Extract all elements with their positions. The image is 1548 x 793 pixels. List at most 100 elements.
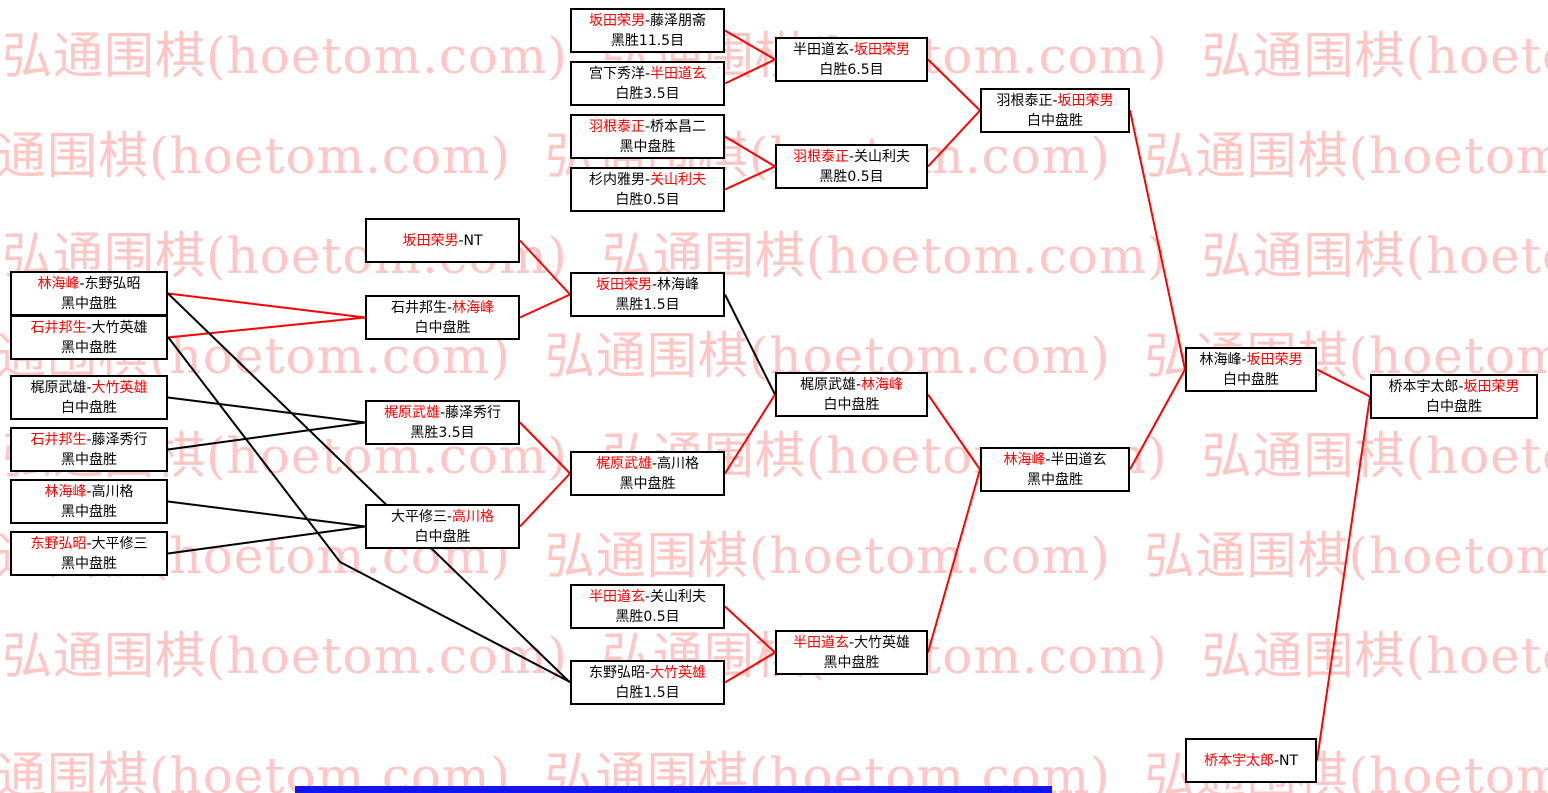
match-result: 白胜6.5目 (819, 61, 884, 78)
match-box-b3: 梶原武雄-藤泽秀行黑胜3.5目 (365, 400, 520, 445)
player-white: 东野弘昭 (84, 275, 141, 292)
player-black: 大平修三 (390, 508, 447, 525)
match-result: 黑中盘胜 (61, 295, 117, 312)
match-box-f2: 桥本宇太郎-NT (1185, 738, 1317, 783)
player-white: 坂田荣男 (1057, 92, 1114, 109)
match-players: 林海峰-坂田荣男 (1187, 350, 1315, 370)
connector-l1-b2 (167, 292, 366, 319)
player-separator: - (86, 535, 92, 552)
player-black: 林海峰 (1199, 351, 1242, 368)
player-white: 坂田荣男 (1463, 378, 1520, 395)
watermark-text: 弘通围棋(hoetom.com) (1201, 427, 1548, 485)
player-black: 梶原武雄 (595, 455, 652, 472)
match-result: 白中盘胜 (1223, 371, 1279, 388)
watermark-text: 弘通围棋(hoetom.com) (544, 527, 1111, 585)
player-separator: - (458, 232, 464, 249)
player-white: 高川格 (657, 455, 700, 472)
match-box-b1: 坂田荣男-NT (365, 218, 520, 263)
player-black: 桥本宇太郎 (1203, 752, 1274, 769)
watermark-text: 弘通围棋(hoetom.com) (1201, 227, 1548, 285)
player-black: 梶原武雄 (30, 379, 87, 396)
player-separator: - (651, 276, 658, 293)
player-white: 藤泽朋斋 (650, 12, 707, 29)
match-box-c3: 羽根泰正-桥本昌二黑中盘胜 (570, 114, 725, 159)
player-separator: - (79, 275, 85, 292)
match-box-g1: 桥本宇太郎-坂田荣男白中盘胜 (1370, 374, 1538, 419)
match-box-f1: 林海峰-坂田荣男白中盘胜 (1185, 347, 1317, 392)
player-black: 羽根泰正 (996, 92, 1053, 109)
player-separator: - (848, 41, 855, 58)
player-separator: - (855, 376, 862, 393)
match-box-e2: 林海峰-半田道玄黑中盘胜 (980, 447, 1130, 492)
player-white: 林海峰 (452, 299, 495, 316)
player-white: 大竹英雄 (91, 319, 148, 336)
match-players: 半田道玄-坂田荣男 (777, 40, 926, 60)
match-box-l1: 林海峰-东野弘昭黑中盘胜 (10, 271, 168, 316)
player-separator: - (644, 588, 651, 605)
player-black: 坂田荣男 (402, 232, 459, 249)
player-black: 林海峰 (37, 275, 80, 292)
player-black: 石井邦生 (390, 299, 447, 316)
match-result: 黑中盘胜 (61, 451, 117, 468)
match-box-d1: 半田道玄-坂田荣男白胜6.5目 (775, 37, 928, 82)
match-players: 坂田荣男-林海峰 (572, 275, 723, 295)
match-result: 黑胜0.5目 (819, 168, 884, 185)
player-black: 羽根泰正 (792, 148, 849, 165)
match-players: 东野弘昭-大竹英雄 (572, 663, 723, 683)
match-players: 桥本宇太郎-坂田荣男 (1372, 377, 1536, 397)
match-box-d2: 羽根泰正-关山利夫黑胜0.5目 (775, 144, 928, 189)
player-separator: - (439, 404, 446, 421)
match-players: 半田道玄-关山利夫 (572, 587, 723, 607)
player-white: 高川格 (452, 508, 495, 525)
player-black: 杉内雅男 (588, 171, 645, 188)
match-result: 黑中盘胜 (619, 138, 676, 155)
connector-l4-b3 (167, 421, 366, 451)
connector-c4-d2 (724, 165, 776, 191)
player-white: 关山利夫 (650, 171, 707, 188)
player-separator: - (1458, 378, 1464, 395)
player-white: 大竹英雄 (650, 664, 707, 681)
player-white: 林海峰 (657, 276, 700, 293)
match-players: 梶原武雄-高川格 (572, 454, 723, 474)
player-white: 大平修三 (91, 535, 148, 552)
player-separator: - (644, 65, 651, 82)
connector-c8-d4 (724, 651, 776, 684)
player-white: 关山利夫 (854, 148, 911, 165)
player-black: 林海峰 (1003, 451, 1046, 468)
connector-b4-c6 (519, 472, 571, 528)
match-result: 白中盘胜 (61, 399, 117, 416)
player-white: 关山利夫 (650, 588, 707, 605)
match-result: 白中盘胜 (1027, 112, 1083, 129)
match-players: 石井邦生-大竹英雄 (12, 318, 166, 338)
match-players: 石井邦生-藤泽秀行 (12, 430, 166, 450)
connector-b2-c5 (519, 293, 571, 319)
player-black: 梶原武雄 (799, 376, 856, 393)
connector-c7-d4 (724, 605, 776, 654)
connector-c5-d3 (724, 294, 776, 395)
match-box-l5: 林海峰-高川格黑中盘胜 (10, 479, 168, 524)
player-white: 高川格 (91, 483, 134, 500)
match-result: 白胜0.5目 (615, 191, 680, 208)
connector-d1-e1 (927, 58, 981, 112)
match-result: 黑胜3.5目 (410, 424, 475, 441)
match-box-b2: 石井邦生-林海峰白中盘胜 (365, 295, 520, 340)
match-box-l4: 石井邦生-藤泽秀行黑中盘胜 (10, 427, 168, 472)
match-players: 羽根泰正-坂田荣男 (982, 91, 1128, 111)
player-white: 桥本昌二 (650, 118, 707, 135)
connector-l2-b2 (167, 316, 366, 339)
connector-l3-b3 (167, 396, 366, 424)
player-separator: - (644, 664, 651, 681)
watermark-text: 弘通围棋(hoetom.com) (544, 747, 1111, 793)
connector-l5-b4 (167, 500, 366, 528)
connector-f2-g1 (1316, 396, 1371, 761)
match-box-b4: 大平修三-高川格白中盘胜 (365, 504, 520, 549)
player-white: NT (1279, 752, 1299, 769)
match-players: 羽根泰正-桥本昌二 (572, 117, 723, 137)
match-result: 白中盘胜 (414, 319, 471, 336)
connector-c3-d2 (724, 135, 776, 168)
match-box-c2: 宫下秀洋-半田道玄白胜3.5目 (570, 61, 725, 106)
player-black: 羽根泰正 (588, 118, 645, 135)
watermark-text: 弘通围棋(hoetom.com) (0, 127, 511, 185)
connector-d4-e2 (927, 469, 981, 653)
